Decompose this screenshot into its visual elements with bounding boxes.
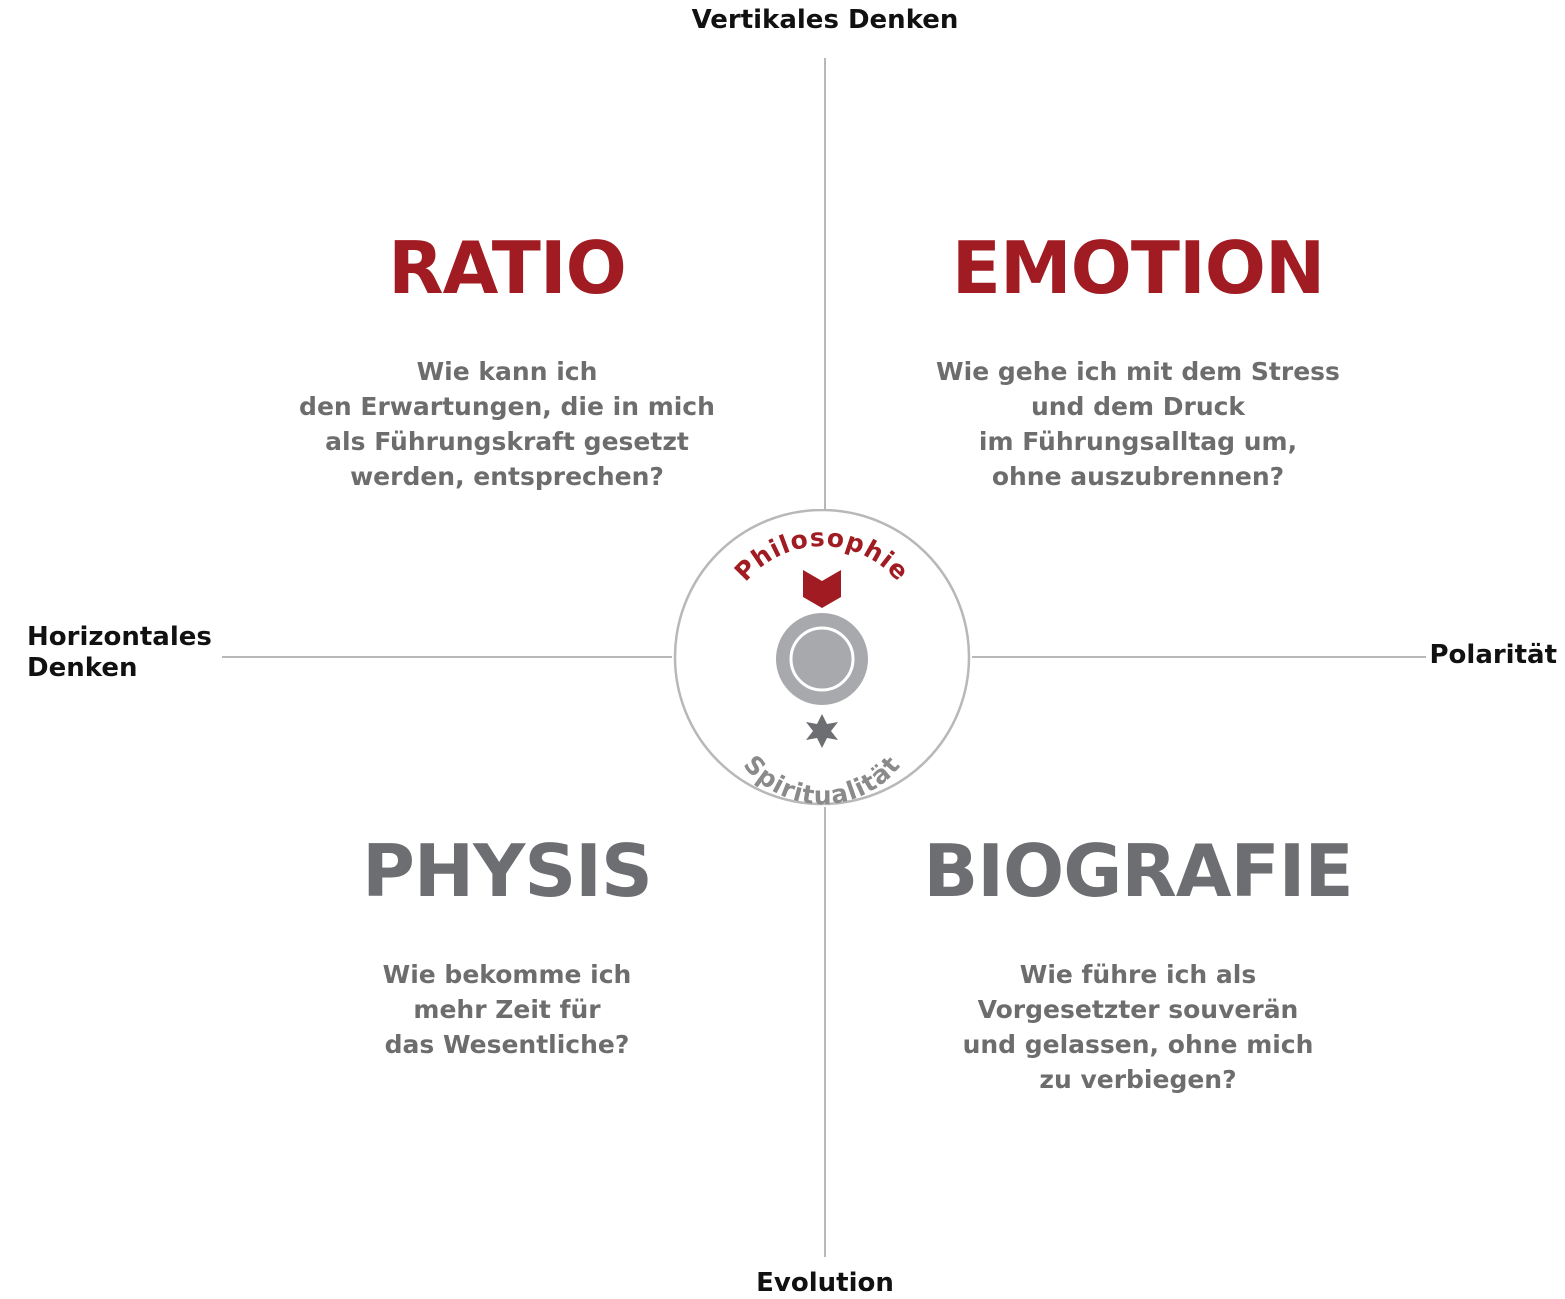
quadrant-title: EMOTION xyxy=(951,226,1325,310)
quadrant-emotion: EMOTION Wie gehe ich mit dem Stress und … xyxy=(818,232,1458,494)
quadrant-title: RATIO xyxy=(388,226,627,310)
quadrant-ratio: RATIO Wie kann ich den Erwartungen, die … xyxy=(187,232,827,494)
quadrant-title: BIOGRAFIE xyxy=(923,829,1353,913)
quadrant-physis: PHYSIS Wie bekomme ich mehr Zeit für das… xyxy=(187,835,827,1062)
quadrant-title: PHYSIS xyxy=(362,829,653,913)
quadrant-question: Wie kann ich den Erwartungen, die in mic… xyxy=(299,357,715,491)
center-emblem: Philosophie Spiritualität xyxy=(673,509,971,809)
axis-label-top: Vertikales Denken xyxy=(691,5,959,35)
vertical-axis-bottom-line xyxy=(824,807,826,1257)
quadrant-biografie: BIOGRAFIE Wie führe ich als Vorgesetzter… xyxy=(818,835,1458,1097)
circle-core-icon xyxy=(776,613,868,705)
quadrant-question: Wie bekomme ich mehr Zeit für das Wesent… xyxy=(382,960,632,1059)
axis-label-left: Horizontales Denken xyxy=(27,622,212,684)
vertical-axis-top-line xyxy=(824,58,826,510)
quadrant-question: Wie führe ich als Vorgesetzter souverän … xyxy=(962,960,1314,1094)
axis-label-right: Polarität xyxy=(1429,640,1557,670)
book-icon xyxy=(803,570,841,608)
axis-label-bottom: Evolution xyxy=(756,1268,894,1298)
horizontal-axis-left-line xyxy=(222,656,672,658)
horizontal-axis-right-line xyxy=(972,656,1426,658)
quadrant-question: Wie gehe ich mit dem Stress und dem Druc… xyxy=(936,357,1340,491)
star-icon xyxy=(806,714,838,748)
